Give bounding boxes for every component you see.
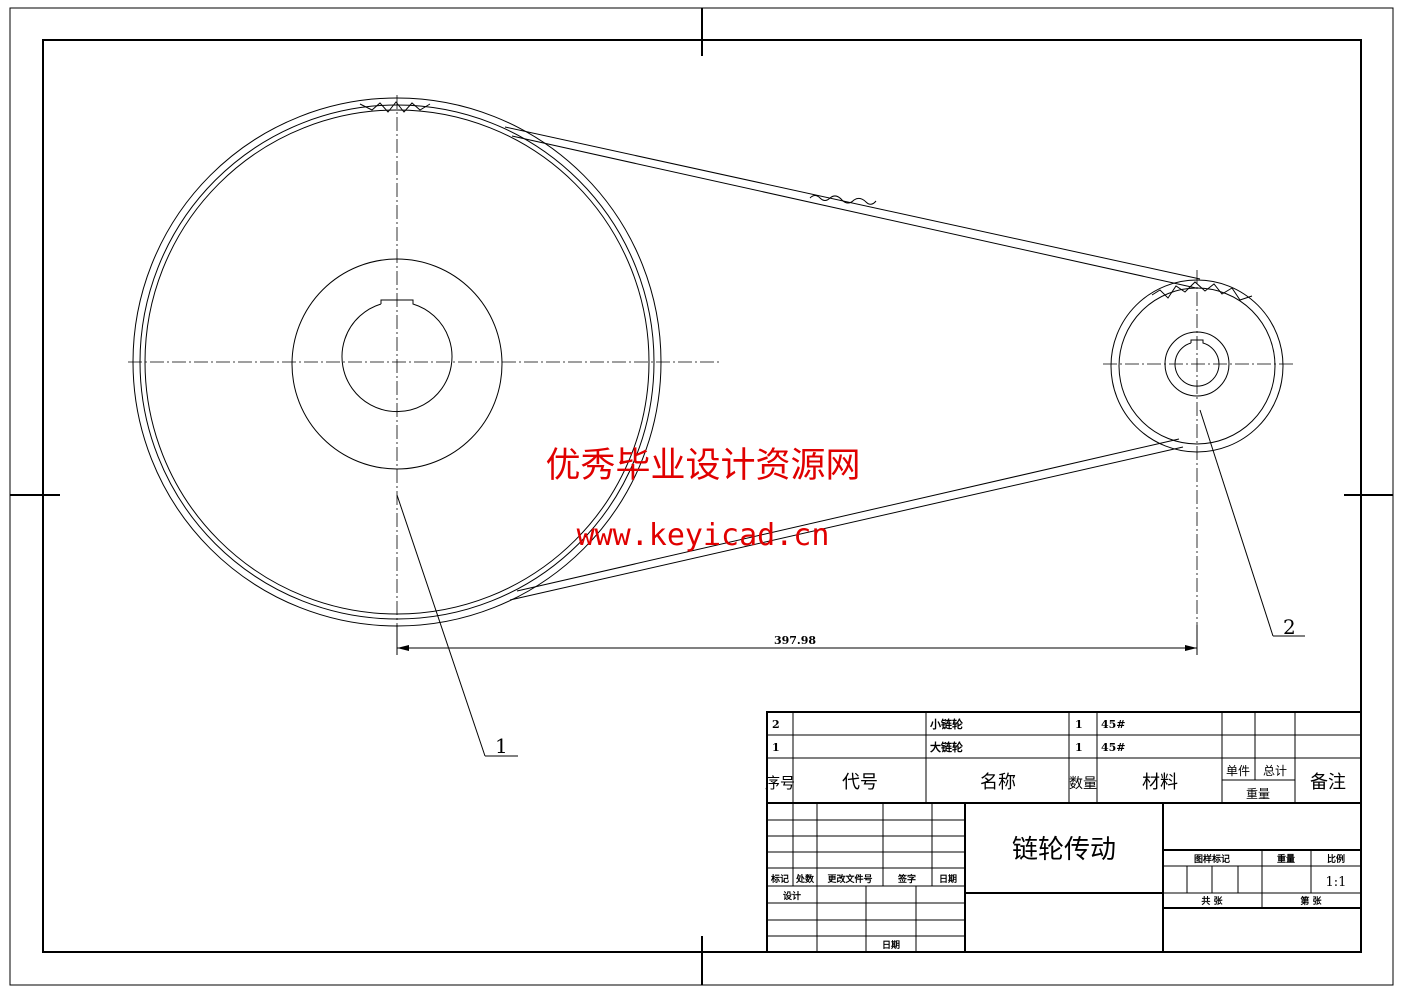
svg-text:第 张: 第 张	[1300, 895, 1322, 907]
svg-text:名称: 名称	[980, 772, 1016, 793]
watermark-url: www.keyicad.cn	[577, 518, 830, 553]
svg-text:设计: 设计	[783, 890, 801, 902]
callout-1: 1	[396, 494, 518, 758]
svg-text:总计: 总计	[1263, 764, 1287, 778]
svg-text:45#: 45#	[1101, 718, 1126, 731]
dimension: 397.98	[396, 625, 1198, 655]
svg-text:45#: 45#	[1101, 741, 1126, 754]
svg-text:更改文件号: 更改文件号	[827, 873, 872, 885]
svg-text:大链轮: 大链轮	[930, 740, 963, 754]
svg-text:日期: 日期	[882, 939, 900, 951]
svg-text:共 张: 共 张	[1201, 895, 1223, 907]
dimension-value: 397.98	[774, 634, 816, 647]
svg-text:签字: 签字	[897, 873, 916, 885]
small-sprocket	[1103, 270, 1295, 650]
svg-text:比例: 比例	[1327, 853, 1345, 865]
svg-text:日期: 日期	[939, 873, 957, 885]
svg-text:1: 1	[1075, 718, 1083, 731]
svg-text:材料: 材料	[1142, 772, 1178, 793]
parts-list: 2 小链轮 1 45# 1 大链轮 1 45# 序号 代号 名称 数量 材料 单…	[765, 711, 1362, 953]
svg-text:备注: 备注	[1310, 772, 1346, 793]
svg-text:1: 1	[772, 741, 780, 754]
outer-border	[9, 7, 1394, 986]
svg-text:2: 2	[1283, 615, 1296, 639]
title-block: 标记 处数 更改文件号 签字 日期 设计 日期 图样标记 重量 比例 共 张 第…	[767, 803, 1361, 952]
svg-text:1: 1	[1075, 741, 1083, 754]
svg-text:单件: 单件	[1226, 764, 1250, 778]
svg-text:数量: 数量	[1069, 776, 1097, 792]
svg-text:小链轮: 小链轮	[929, 717, 963, 731]
bore-with-keyway	[341, 299, 453, 413]
chain	[504, 126, 1201, 601]
svg-text:图样标记: 图样标记	[1194, 853, 1230, 865]
svg-text:重量: 重量	[1277, 853, 1295, 865]
large-sprocket	[128, 95, 720, 630]
svg-text:重量: 重量	[1246, 787, 1270, 801]
watermark-title: 优秀毕业设计资源网	[545, 446, 860, 486]
callout-2: 2	[1199, 409, 1305, 639]
svg-text:2: 2	[772, 718, 780, 731]
svg-text:序号: 序号	[765, 774, 795, 792]
drawing-title: 链轮传动	[1012, 835, 1116, 865]
svg-text:标记: 标记	[770, 873, 789, 885]
scale-value: 1:1	[1326, 875, 1347, 890]
svg-text:代号: 代号	[842, 772, 878, 793]
svg-text:1: 1	[495, 734, 508, 758]
svg-text:处数: 处数	[795, 873, 815, 885]
centering-marks	[10, 8, 1393, 985]
